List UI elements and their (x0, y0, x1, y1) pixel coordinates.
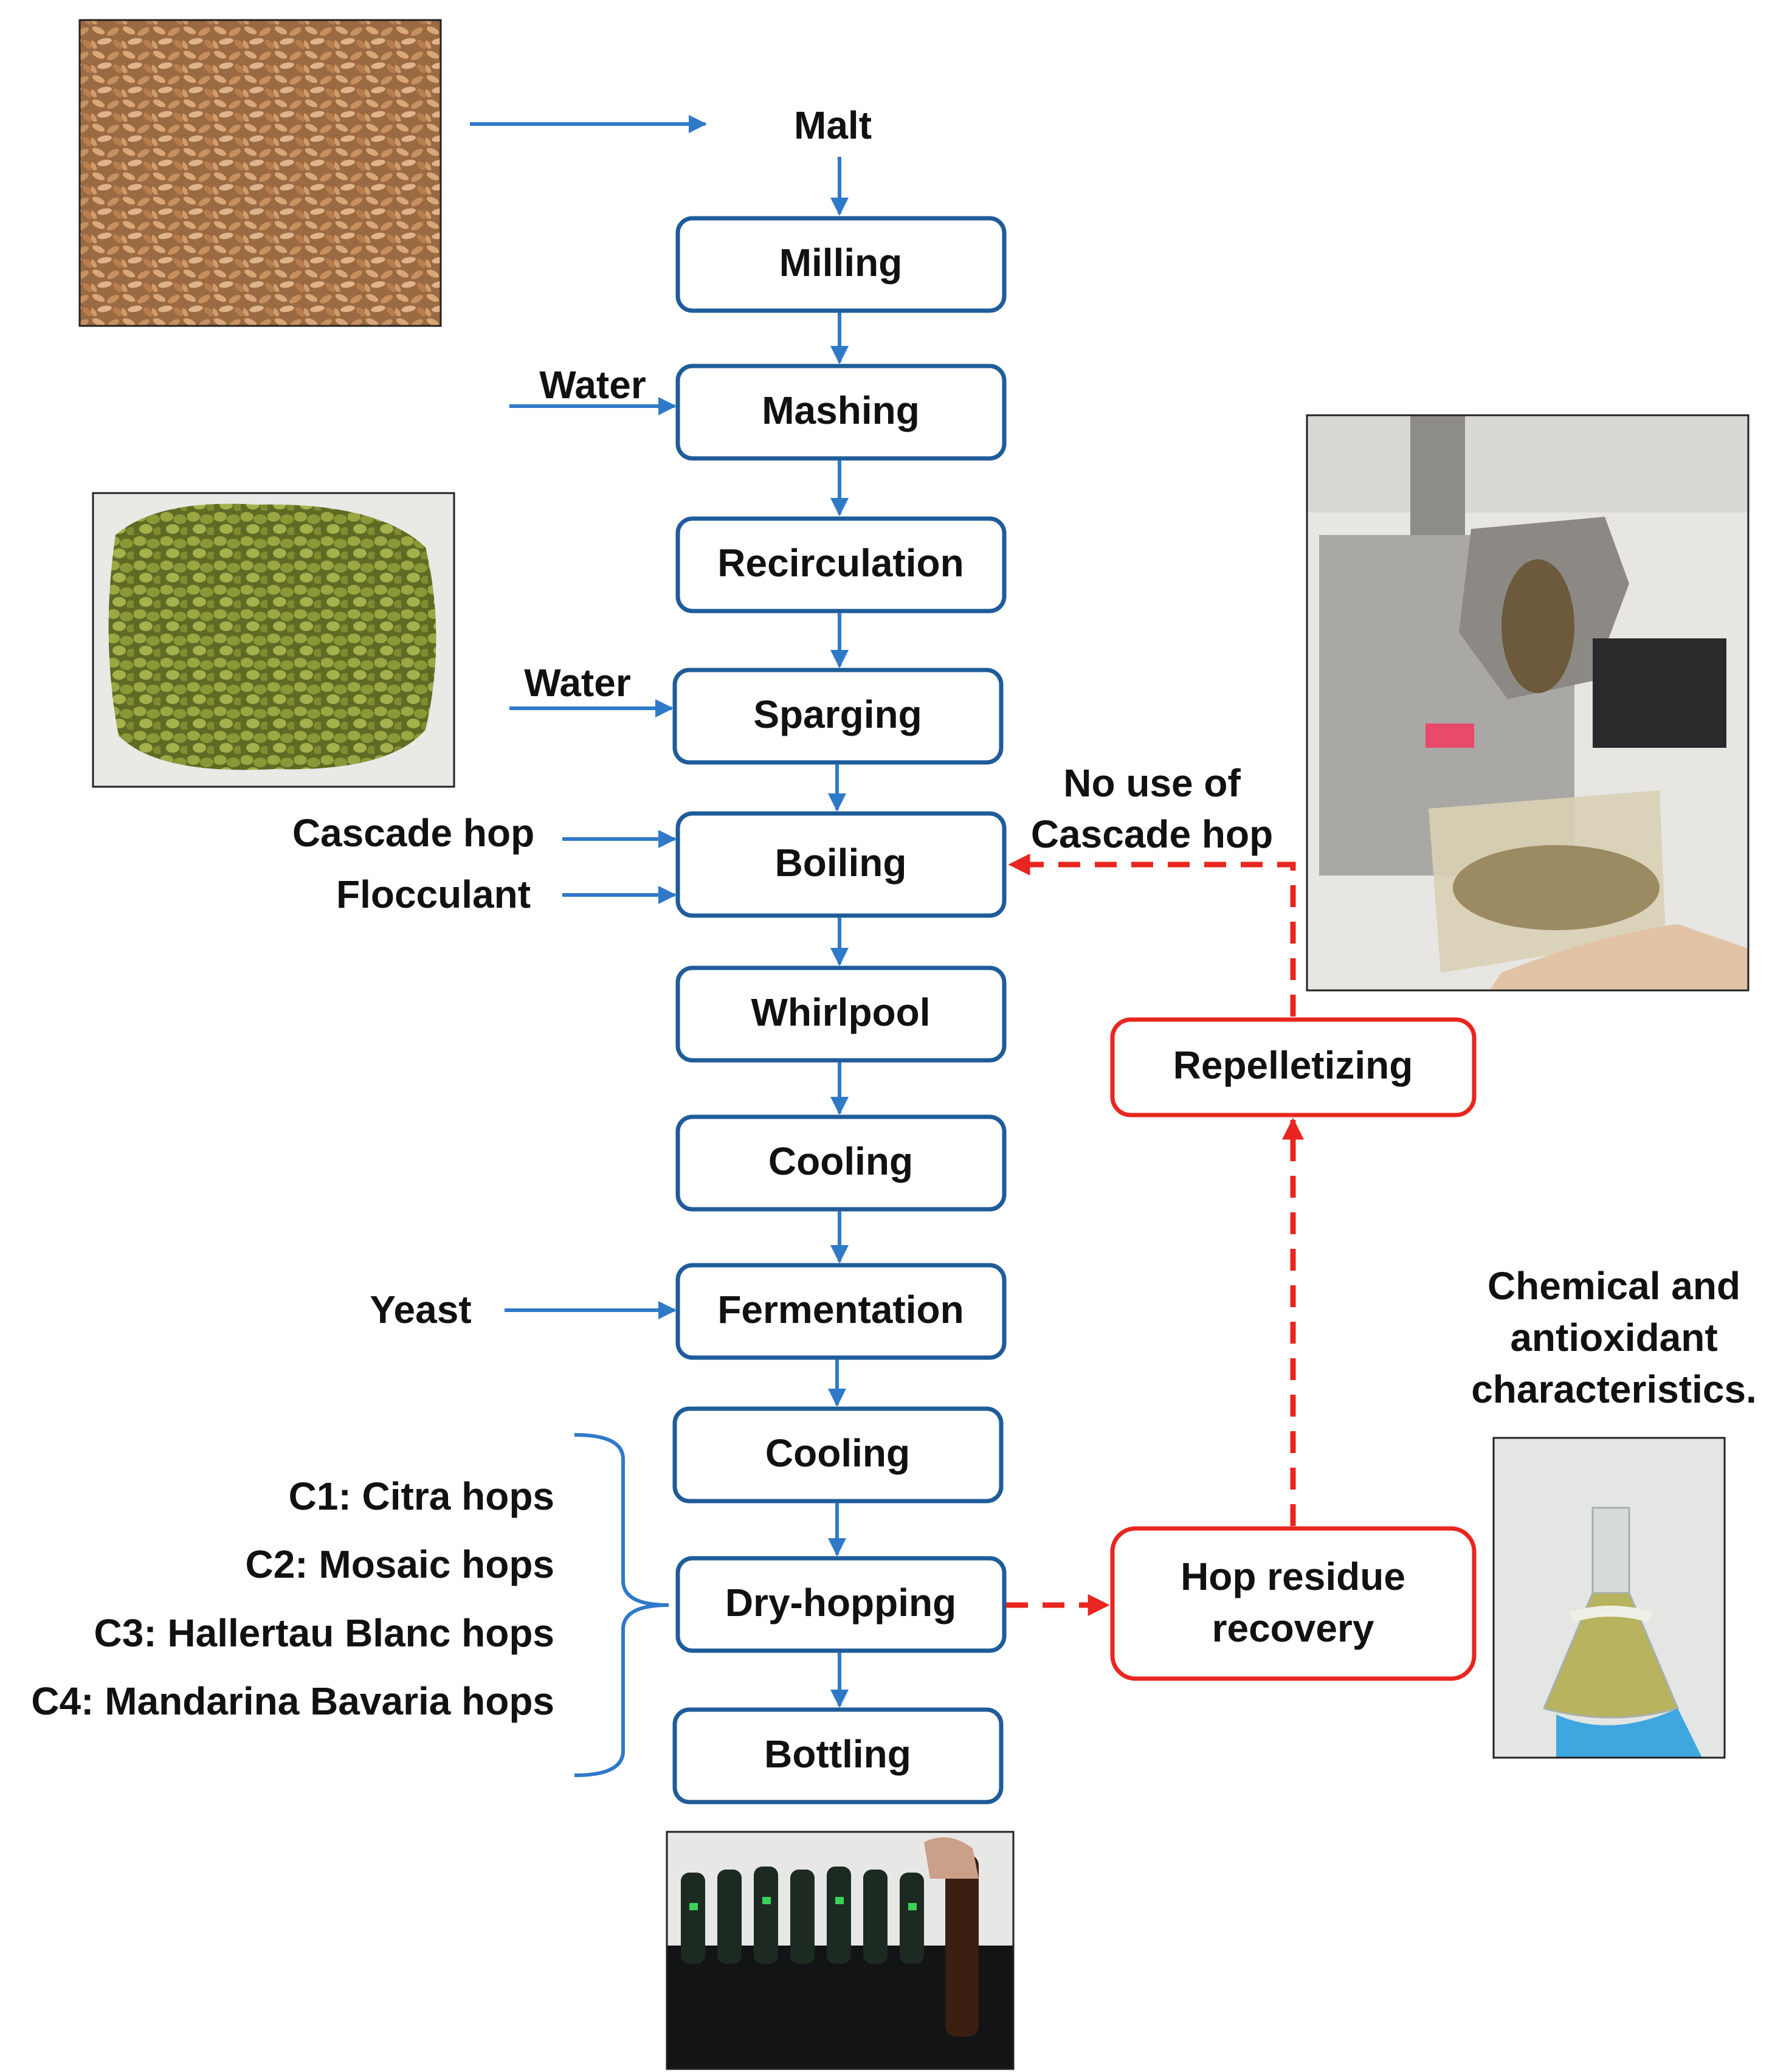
yeast-label: Yeast (370, 1288, 471, 1331)
analysis-line2: antioxidant (1510, 1316, 1717, 1359)
variant-label: C1: Citra hops (289, 1474, 554, 1518)
variant-label: C2: Mosaic hops (245, 1542, 554, 1586)
step-label: Cooling (768, 1139, 913, 1183)
step-bottling: Bottling (672, 1707, 1004, 1804)
flow-arrows (828, 157, 849, 1708)
step-label: Mashing (762, 388, 920, 432)
analysis-line1: Chemical and (1488, 1264, 1740, 1308)
step-label: Cooling (765, 1431, 910, 1475)
inputs: Malt Water Water Cascade hop Flocculant … (292, 103, 872, 1331)
step-recirculation: Recirculation (675, 516, 1007, 613)
step-fermentation: Fermentation (675, 1263, 1007, 1360)
analysis-line3: characteristics. (1471, 1367, 1757, 1411)
water-label: Water (524, 661, 630, 705)
variant-label: C3: Hallertau Blanc hops (94, 1611, 555, 1655)
step-boiling: Boiling (675, 811, 1007, 918)
malt-grains-photo (78, 19, 442, 327)
step-cooling-1: Cooling (675, 1114, 1007, 1212)
step-label: Fermentation (717, 1288, 964, 1331)
step-whirlpool: Whirlpool (675, 965, 1007, 1063)
no-use-label-line2: Cascade hop (1031, 812, 1273, 856)
recovery-loop: Hop residue recovery Repelletizing No us… (1006, 761, 1477, 1681)
no-use-label-line1: No use of (1063, 761, 1241, 805)
step-mashing: Mashing (675, 364, 1007, 461)
arrow-repelletizing-to-boiling (1008, 854, 1296, 1017)
beer-bottles-photo (666, 1831, 1015, 2070)
hop-pellets-photo (92, 492, 455, 788)
cascade-hop-label: Cascade hop (292, 811, 534, 855)
step-label: Boiling (775, 841, 907, 885)
pelletizer-machine-photo (1306, 414, 1750, 992)
step-label: Whirlpool (751, 990, 930, 1034)
process-steps: Milling Mashing Recirculation Sparging B… (672, 216, 1007, 1804)
step-label: Recirculation (717, 541, 964, 585)
analysis-caption: Chemical and antioxidant characteristics… (1471, 1264, 1757, 1411)
repelletizing-label: Repelletizing (1173, 1043, 1413, 1087)
step-cooling-2: Cooling (672, 1406, 1004, 1504)
malt-label: Malt (794, 103, 872, 147)
step-label: Bottling (764, 1732, 911, 1776)
step-sparging: Sparging (672, 668, 1004, 765)
variant-brace (574, 1433, 669, 1777)
step-dry-hopping: Dry-hopping (675, 1556, 1007, 1653)
step-label: Sparging (753, 692, 922, 736)
hop-residue-label-line1: Hop residue (1181, 1555, 1405, 1598)
repelletizing-box: Repelletizing (1110, 1017, 1477, 1117)
flask-extract-photo (1492, 1437, 1726, 1759)
step-label: Milling (779, 241, 903, 285)
variant-label: C4: Mandarina Bavaria hops (31, 1679, 554, 1723)
hop-residue-recovery-box: Hop residue recovery (1110, 1526, 1477, 1681)
hop-variants: C1: Citra hops C2: Mosaic hops C3: Halle… (31, 1433, 669, 1777)
step-milling: Milling (675, 216, 1007, 313)
hop-residue-label-line2: recovery (1212, 1606, 1374, 1650)
flocculant-label: Flocculant (336, 872, 531, 916)
step-label: Dry-hopping (725, 1581, 956, 1625)
water-label: Water (539, 363, 646, 407)
